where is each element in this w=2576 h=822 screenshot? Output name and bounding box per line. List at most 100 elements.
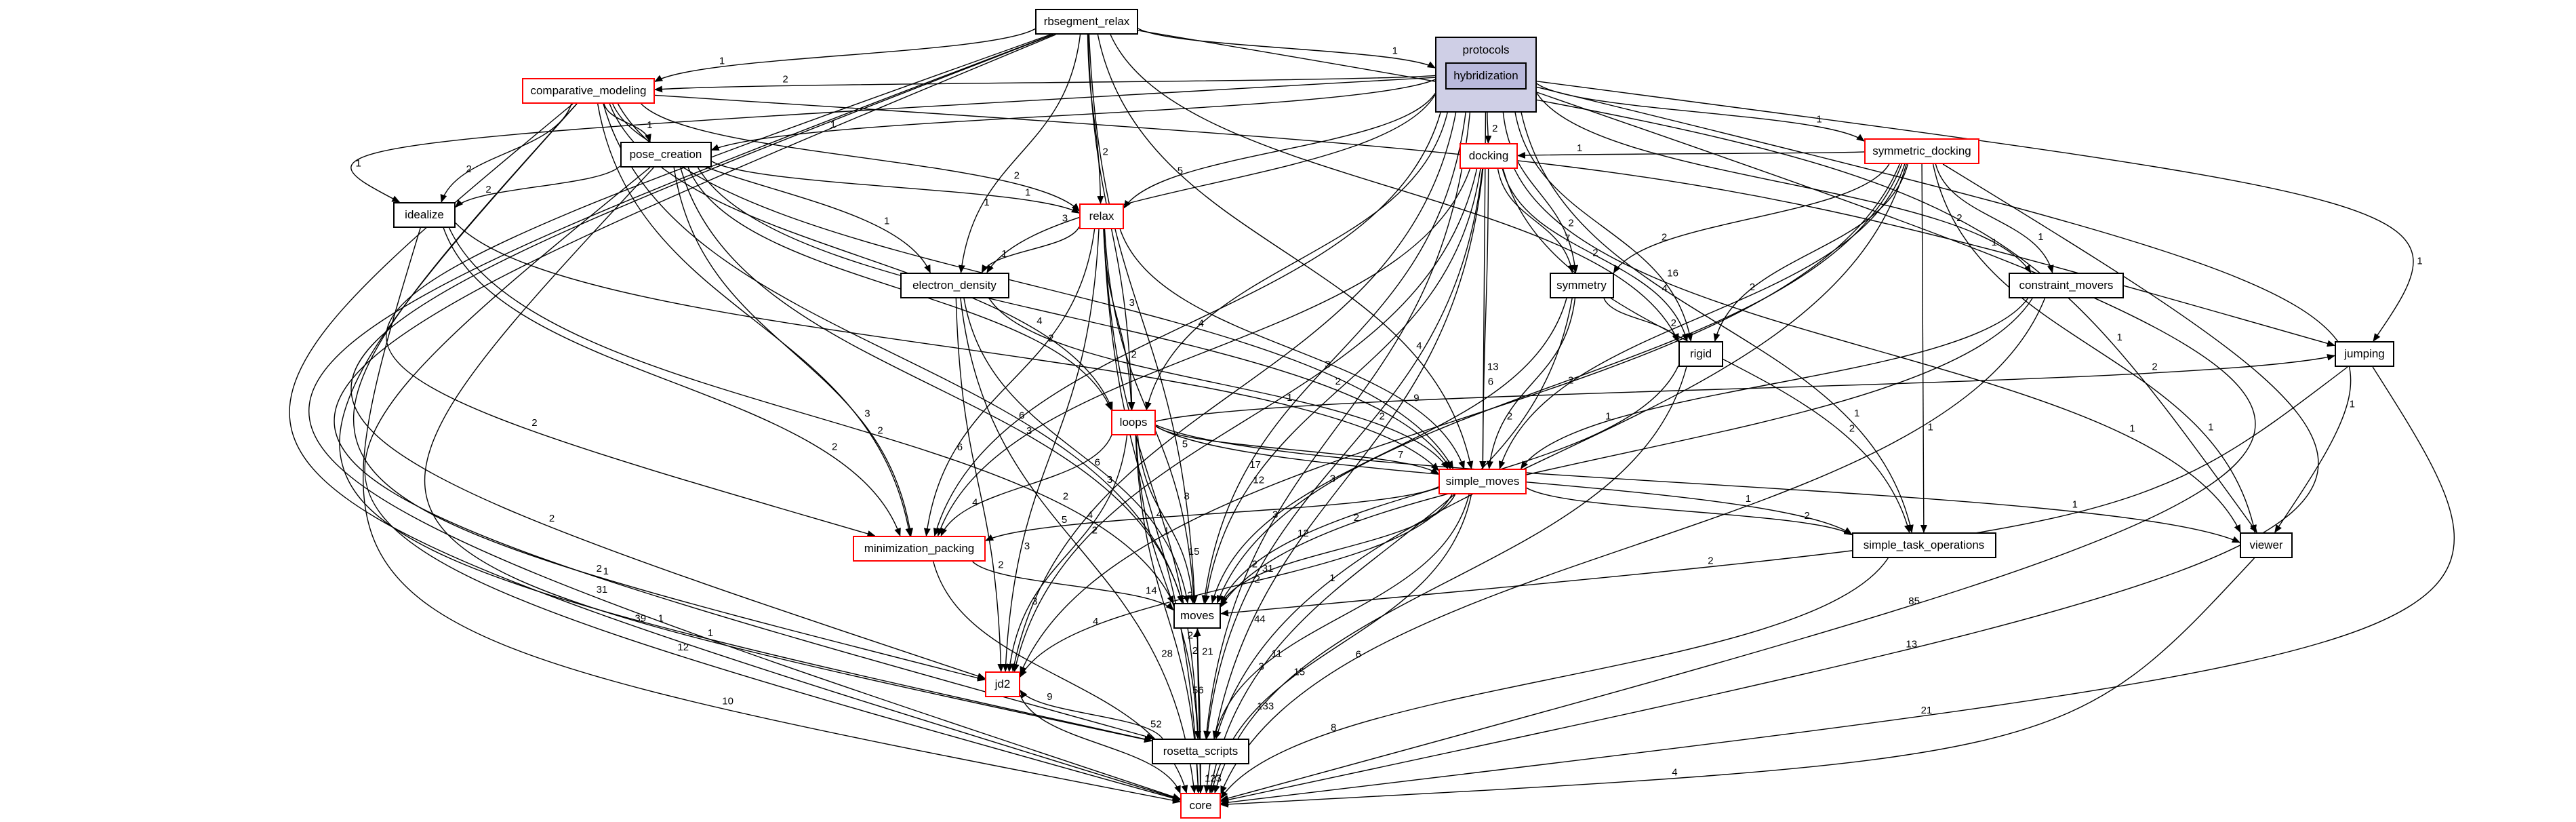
- edge-idealize-minimization_packing: [443, 227, 901, 536]
- node-minimization_packing[interactable]: minimization_packing: [853, 536, 986, 562]
- node-label-simple_moves: simple_moves: [1445, 475, 1520, 488]
- edge-count-hybridization-symmetric_docking: 1: [1816, 113, 1822, 125]
- edge-docking-rigid: [1502, 168, 1689, 342]
- node-symmetry[interactable]: symmetry: [1549, 273, 1614, 298]
- edge-symmetric_docking-core: [1220, 163, 2319, 804]
- edge-simple_moves-minimization_packing: [985, 486, 1439, 541]
- node-label-simple_task_operations: simple_task_operations: [1863, 539, 1985, 551]
- edge-count-minimization_packing-core: 52: [1150, 719, 1162, 730]
- edge-count-jumping-core: 21: [1921, 705, 1933, 716]
- node-label-jd2: jd2: [994, 678, 1011, 690]
- edge-count-hybridization-relax: 5: [1178, 165, 1183, 177]
- node-moves[interactable]: moves: [1173, 603, 1221, 629]
- node-comparative_modeling[interactable]: comparative_modeling: [522, 78, 655, 104]
- edge-rbsegment_relax-hybridization: [1138, 28, 1436, 68]
- edge-count-comparative_modeling-loops: 4: [1037, 315, 1042, 327]
- node-jumping[interactable]: jumping: [2335, 341, 2394, 367]
- edge-simple_moves-core: [1209, 494, 1472, 794]
- edge-count-comparative_modeling-electron_density: 1: [884, 215, 889, 227]
- edge-hybridization-rosetta_scripts: [1203, 112, 1471, 739]
- edge-rbsegment_relax-minimization_packing: [386, 34, 1051, 537]
- edge-count-electron_density-jd2: 2: [998, 560, 1003, 571]
- node-rigid[interactable]: rigid: [1678, 341, 1723, 367]
- edge-comparative_modeling-minimization_packing: [597, 103, 912, 536]
- edge-count-hybridization-moves: 17: [1249, 459, 1261, 471]
- node-loops[interactable]: loops: [1111, 410, 1156, 435]
- node-label-docking: docking: [1468, 149, 1509, 162]
- edge-hybridization-symmetric_docking: [1536, 83, 1865, 142]
- edge-count-symmetric_docking-rigid: 2: [1750, 281, 1755, 293]
- node-label-core: core: [1189, 799, 1212, 812]
- node-rosetta_scripts[interactable]: rosetta_scripts: [1152, 739, 1249, 764]
- edge-simple_moves-simple_task_operations: [1526, 487, 1853, 536]
- node-label-rosetta_scripts: rosetta_scripts: [1163, 745, 1239, 758]
- edge-count-docking-simple_task_operations: 2: [1849, 423, 1855, 434]
- edge-jd2-core: [1020, 694, 1181, 794]
- node-label-moves: moves: [1180, 609, 1215, 622]
- node-constraint_movers[interactable]: constraint_movers: [2009, 273, 2124, 298]
- edge-count-hybridization-jumping: 1: [2417, 255, 2422, 267]
- edge-count-comparative_modeling-relax: 2: [1014, 170, 1020, 182]
- edge-electron_density-core: [960, 298, 1197, 794]
- edge-count-symmetric_docking-core: 13: [1906, 639, 1917, 650]
- edge-count-pose_creation-relax: 1: [1025, 187, 1030, 199]
- edge-symmetric_docking-rigid: [1713, 163, 1908, 342]
- edge-count-simple_moves-jd2: 4: [1093, 616, 1098, 627]
- edge-rbsegment_relax-comparative_modeling: [654, 28, 1036, 83]
- edge-docking-symmetry: [1497, 168, 1575, 273]
- edge-count-hybridization-electron_density: 3: [1062, 213, 1068, 224]
- edge-hybridization-core: [1220, 92, 2256, 802]
- node-idealize[interactable]: idealize: [393, 202, 456, 228]
- node-core[interactable]: core: [1180, 793, 1221, 819]
- current-node-parent-label: protocols: [1462, 43, 1510, 56]
- node-pose_creation[interactable]: pose_creation: [620, 142, 712, 168]
- edge-count-comparative_modeling-rosetta_scripts: 1: [658, 612, 664, 624]
- edge-count-symmetric_docking-rosetta_scripts: 1: [1329, 572, 1335, 584]
- current-node-label[interactable]: hybridization: [1445, 62, 1527, 90]
- node-simple_moves[interactable]: simple_moves: [1438, 469, 1527, 494]
- edge-count-loops-simple_task_operations: 1: [1746, 493, 1751, 505]
- edge-hybridization-rigid: [1514, 112, 1693, 342]
- edge-count-hybridization-rigid: 16: [1667, 268, 1678, 279]
- edge-idealize-simple_moves: [455, 222, 1439, 471]
- edge-simple_moves-jd2: [1020, 494, 1453, 678]
- edge-symmetric_docking-viewer: [1932, 163, 2257, 533]
- edge-count-rbsegment_relax-jd2: 2: [549, 513, 555, 524]
- node-hybridization[interactable]: protocols hybridization: [1435, 37, 1537, 113]
- edge-relax-minimization_packing: [923, 229, 1095, 536]
- node-viewer[interactable]: viewer: [2240, 532, 2293, 558]
- edge-relax-jd2: [1002, 229, 1100, 672]
- node-symmetric_docking[interactable]: symmetric_docking: [1864, 138, 1979, 164]
- edge-rbsegment_relax-electron_density: [958, 34, 1081, 273]
- node-relax[interactable]: relax: [1079, 203, 1124, 229]
- edge-count-symmetric_docking-viewer: 1: [2208, 421, 2213, 433]
- edge-count-electron_density-simple_moves: 2: [1380, 411, 1385, 423]
- edge-count-constraint_movers-moves: 2: [1354, 512, 1359, 524]
- edge-count-rigid-moves: 12: [1297, 528, 1309, 539]
- edge-docking-rosetta_scripts: [1204, 168, 1483, 739]
- edge-count-hybridization-idealize: 1: [356, 158, 361, 170]
- edge-count-idealize-moves: 2: [1063, 490, 1068, 502]
- edge-relax-rosetta_scripts: [1103, 229, 1202, 739]
- node-simple_task_operations[interactable]: simple_task_operations: [1851, 532, 1996, 558]
- edge-count-simple_moves-simple_task_operations: 2: [1805, 510, 1810, 522]
- node-electron_density[interactable]: electron_density: [900, 273, 1009, 298]
- edge-pose_creation-idealize: [455, 165, 621, 208]
- edge-count-pose_creation-minimization_packing: 2: [877, 425, 883, 436]
- edge-count-loops-rosetta_scripts: 2: [1192, 645, 1198, 657]
- node-rbsegment_relax[interactable]: rbsegment_relax: [1035, 9, 1138, 35]
- edge-count-comparative_modeling-minimization_packing: 3: [864, 408, 870, 419]
- edge-count-rbsegment_relax-moves: 5: [1182, 438, 1188, 450]
- node-label-relax: relax: [1089, 210, 1114, 222]
- node-docking[interactable]: docking: [1460, 143, 1518, 169]
- edge-count-symmetric_docking-symmetry: 2: [1662, 231, 1667, 243]
- edge-electron_density-simple_moves: [988, 298, 1449, 469]
- edge-simple_task_operations-core: [1220, 557, 1889, 800]
- edge-count-comparative_modeling-simple_moves: 3: [1325, 359, 1330, 370]
- edge-rosetta_scripts-moves: [1194, 628, 1201, 739]
- edge-count-simple_moves-rosetta_scripts: 3: [1259, 661, 1264, 673]
- edge-count-rosetta_scripts-jd2: 9: [1047, 691, 1052, 703]
- edge-comparative_modeling-simple_moves: [617, 103, 1454, 469]
- node-jd2[interactable]: jd2: [985, 671, 1020, 697]
